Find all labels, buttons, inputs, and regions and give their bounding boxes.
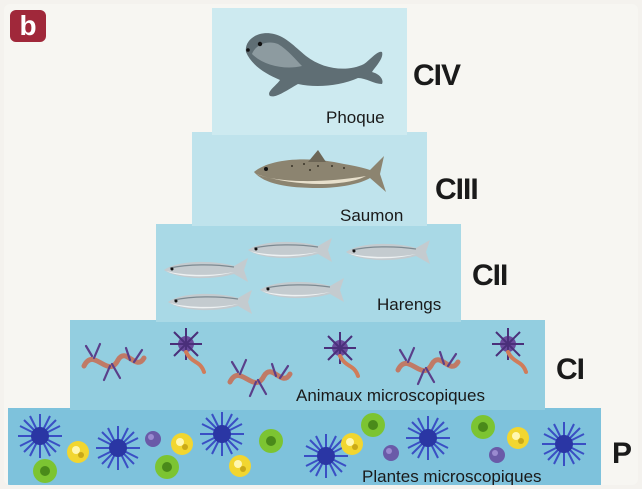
level-ci-code: CI [556, 353, 584, 387]
level-p-code: P [612, 437, 631, 471]
level-ci-name: Animaux microscopiques [296, 386, 485, 406]
level-civ-name: Phoque [326, 108, 385, 128]
level-civ-code: CIV [413, 59, 460, 93]
seal-icon [236, 22, 386, 102]
level-ciii-name: Saumon [340, 206, 403, 226]
level-cii-code: CII [472, 259, 507, 293]
food-pyramid-figure: b CIV Phoque CIII Saumon [4, 4, 638, 485]
level-cii-name: Harengs [377, 295, 441, 315]
figure-badge: b [10, 10, 46, 42]
salmon-icon [248, 148, 388, 198]
level-p-name: Plantes microscopiques [362, 467, 542, 485]
level-ciii-code: CIII [435, 173, 478, 207]
